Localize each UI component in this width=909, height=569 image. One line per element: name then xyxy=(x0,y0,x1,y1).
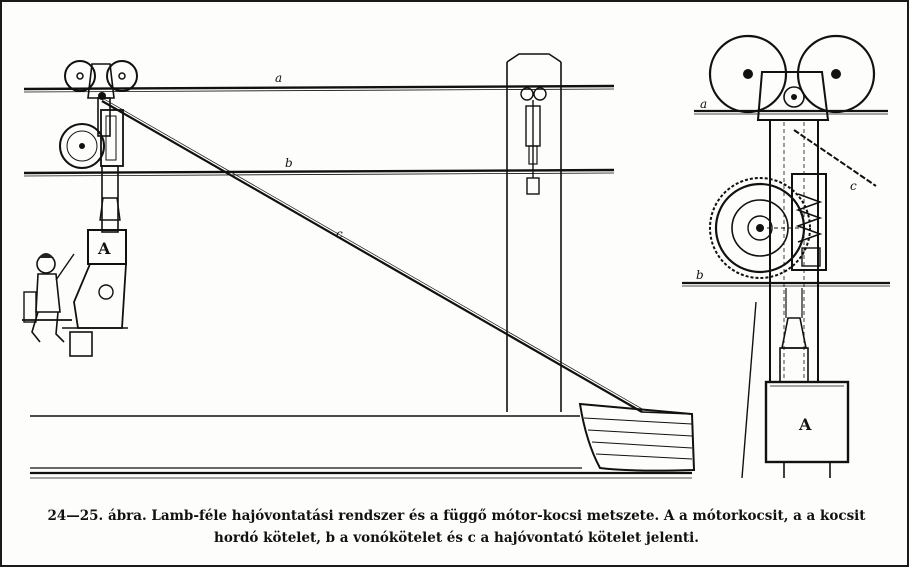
section-motor-wheel xyxy=(709,177,811,279)
caption-line-1: 24—25. ábra. Lamb-féle hajóvontatási ren… xyxy=(47,508,866,524)
support-tower xyxy=(506,53,562,412)
section-wheels xyxy=(708,34,876,121)
label-rope-a: a xyxy=(275,71,282,85)
pulling-rope-b xyxy=(23,168,615,175)
canal-bank xyxy=(30,415,692,479)
label-rope-a-section: a xyxy=(700,97,707,111)
towing-rope-c-section xyxy=(793,129,877,187)
label-rope-c-section: c xyxy=(850,179,857,193)
label-rope-c: c xyxy=(336,227,343,241)
figure-caption: 24—25. ábra. Lamb-féle hajóvontatási ren… xyxy=(22,505,891,549)
motor-car-left: A xyxy=(59,97,128,357)
carrying-rope-a xyxy=(23,84,615,91)
section-column xyxy=(769,120,827,382)
caption-line-2: hordó kötelet, b a vonókötelet és c a ha… xyxy=(214,530,699,546)
label-rope-b-section: b xyxy=(696,268,704,282)
motor-car-section: A xyxy=(741,301,850,479)
boat xyxy=(578,402,696,472)
operator-figure xyxy=(22,253,75,343)
label-rope-b: b xyxy=(285,156,293,170)
label-car-section: A xyxy=(798,415,812,434)
trolley-wheels xyxy=(64,60,138,100)
label-car-left: A xyxy=(97,239,111,258)
towing-rope-c xyxy=(101,100,643,413)
